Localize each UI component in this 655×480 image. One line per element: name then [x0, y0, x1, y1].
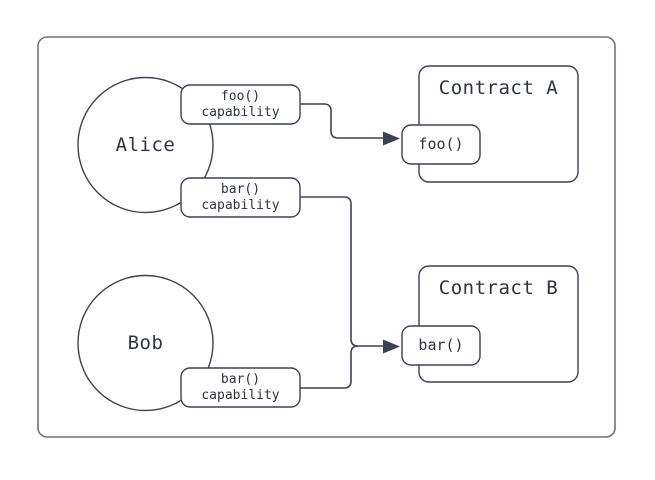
- capability-label-alice-bar-line2: capability: [201, 197, 280, 213]
- capability-box-alice-bar[interactable]: [180, 177, 301, 218]
- connector-bob-bar-to-contract-b: [300, 345, 359, 389]
- actor-circle-bob[interactable]: [77, 274, 214, 412]
- capability-label-alice-foo-line2: capability: [201, 104, 280, 120]
- capability-label-alice-bar: bar() capability: [181, 178, 300, 217]
- capability-label-alice-foo-line1: foo(): [220, 89, 261, 105]
- actor-circle-alice[interactable]: [77, 76, 214, 214]
- capability-label-bob-bar-line2: capability: [201, 387, 280, 403]
- arrowhead-contract-b-bar: [383, 339, 400, 354]
- capability-box-alice-foo[interactable]: [180, 84, 301, 125]
- connector-alice-foo-to-contract-a: [300, 103, 383, 139]
- arrowhead-contract-a-foo: [383, 131, 400, 146]
- method-box-contract-a-foo[interactable]: [401, 124, 481, 165]
- capability-box-bob-bar[interactable]: [180, 367, 301, 408]
- method-box-contract-b-bar[interactable]: [401, 325, 481, 366]
- capability-label-alice-bar-line1: bar(): [220, 182, 261, 198]
- capability-label-bob-bar-line1: bar(): [220, 372, 261, 388]
- capability-label-bob-bar: bar() capability: [181, 368, 300, 407]
- capability-label-alice-foo: foo() capability: [181, 85, 300, 124]
